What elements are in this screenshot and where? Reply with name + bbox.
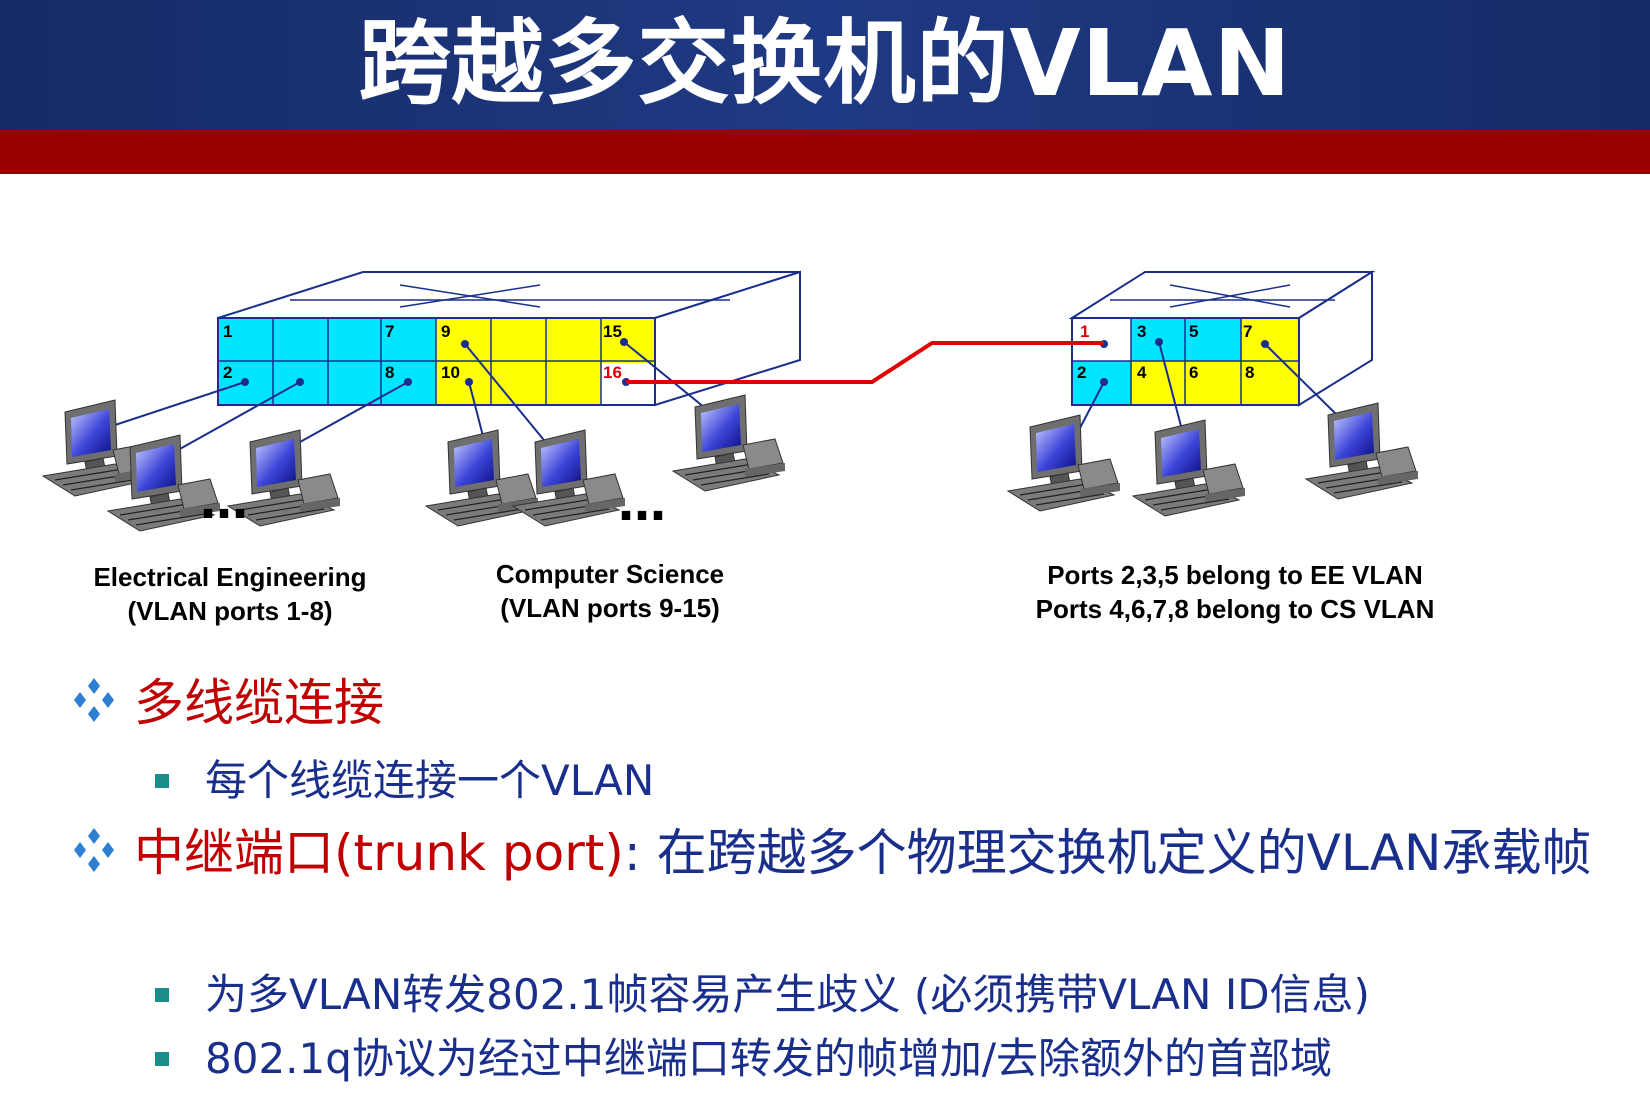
diamond-bullet-icon: [74, 678, 114, 722]
trunk-port-definition: : 在跨越多个物理交换机定义的VLAN承载帧: [623, 824, 1592, 882]
cs-computer: [672, 394, 786, 492]
port-label: 7: [385, 322, 394, 341]
trunk-port-label: 16: [603, 363, 622, 382]
cs-computer: [1132, 419, 1246, 517]
header-accent-band: [0, 130, 1650, 174]
cs-caption-line2: (VLAN ports 9-15): [500, 593, 720, 623]
bullet-text: 多线缆连接: [134, 674, 384, 732]
cs-caption: Computer Science (VLAN ports 9-15): [450, 557, 770, 625]
port-label: 6: [1189, 363, 1198, 382]
left-switch: 1 7 9 15 2 8 10 16: [114, 270, 801, 451]
sub-bullet-text: 每个线缆连接一个VLAN: [205, 756, 655, 805]
port-label: 9: [441, 322, 450, 341]
port-label: 5: [1189, 322, 1198, 341]
port-label: 4: [1137, 363, 1147, 382]
more-ee-ellipsis: …: [200, 474, 248, 530]
vlan-diagram: 1 7 9 15 2 8 10 16: [42, 270, 1419, 532]
port-label: 10: [441, 363, 460, 382]
slide-title: 跨越多交换机的VLAN: [358, 10, 1292, 117]
sub-bullet-text: 802.1q协议为经过中继端口转发的帧增加/去除额外的首部域: [205, 1034, 1333, 1083]
port-label: 15: [603, 322, 622, 341]
right-caption-line1: Ports 2,3,5 belong to EE VLAN: [1047, 560, 1423, 590]
square-bullet-icon: [155, 988, 169, 1002]
port-label: 8: [1245, 363, 1254, 382]
trunk-port-label: 1: [1080, 322, 1089, 341]
bullet-text: 中继端口(trunk port): 在跨越多个物理交换机定义的VLAN承载帧: [134, 820, 1614, 886]
square-bullet-icon: [155, 774, 169, 788]
right-caption-line2: Ports 4,6,7,8 belong to CS VLAN: [1035, 594, 1435, 624]
port-label: 2: [223, 363, 232, 382]
port-label: 2: [1077, 363, 1086, 382]
slide-header: 跨越多交换机的VLAN: [0, 0, 1650, 130]
trunk-link: [626, 341, 1104, 384]
port-label: 1: [223, 322, 232, 341]
ee-caption-line2: (VLAN ports 1-8): [127, 596, 333, 626]
diamond-bullet-icon: [74, 828, 114, 872]
ee-caption: Electrical Engineering (VLAN ports 1-8): [60, 560, 400, 628]
ee-caption-line1: Electrical Engineering: [93, 562, 367, 592]
right-switch-caption: Ports 2,3,5 belong to EE VLAN Ports 4,6,…: [1000, 558, 1470, 626]
cs-caption-line1: Computer Science: [495, 559, 725, 589]
right-switch: 1 3 5 7 2 4 6 8: [1068, 270, 1376, 431]
port-label: 3: [1137, 322, 1146, 341]
square-bullet-icon: [155, 1052, 169, 1066]
ee-computer: [1007, 414, 1121, 512]
sub-bullet-text: 为多VLAN转发802.1帧容易产生歧义 (必须携带VLAN ID信息): [205, 970, 1370, 1019]
cs-computer: [1305, 402, 1419, 500]
port-label: 7: [1243, 322, 1252, 341]
trunk-port-term: 中继端口(trunk port): [134, 824, 624, 882]
port-label: 8: [385, 363, 394, 382]
more-cs-ellipsis: …: [618, 476, 666, 532]
